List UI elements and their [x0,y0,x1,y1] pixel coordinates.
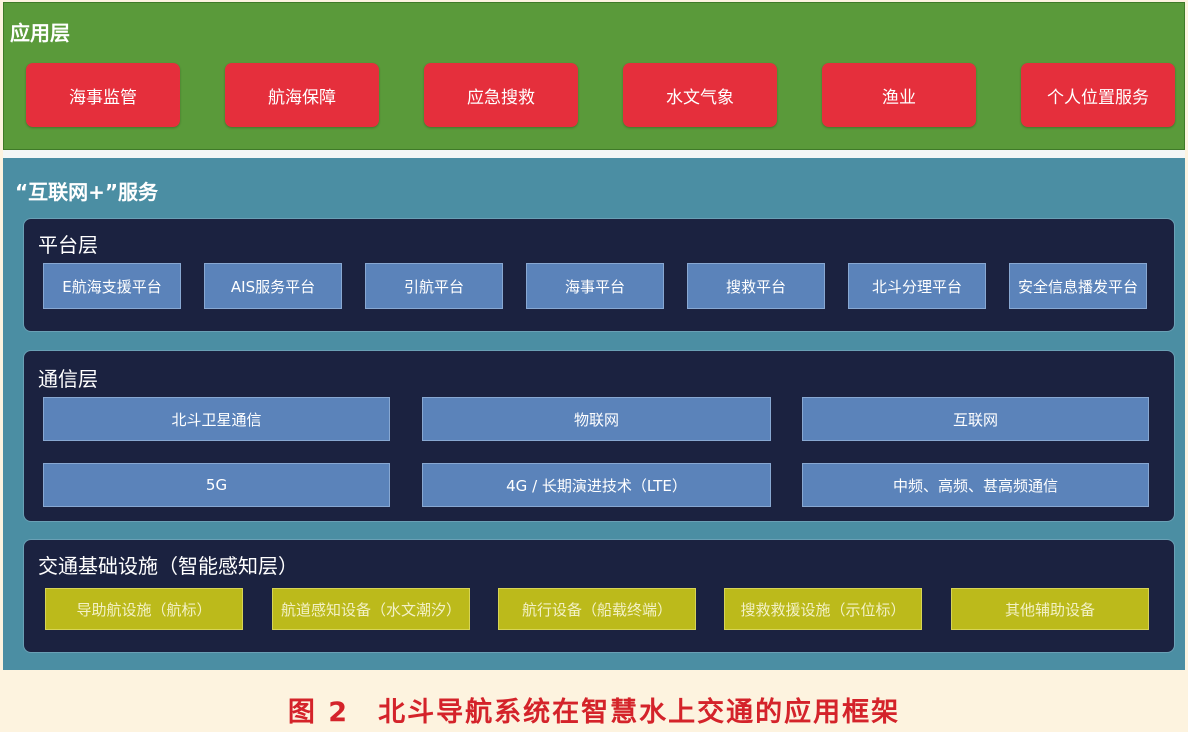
infra-item-channel-sensing[interactable]: 航道感知设备（水文潮汐） [272,588,470,630]
app-item-maritime-supervision[interactable]: 海事监管 [26,63,180,127]
platform-item-e-navigation[interactable]: E航海支援平台 [43,263,181,309]
platform-item-search-rescue[interactable]: 搜救平台 [687,263,825,309]
figure-caption: 图 2 北斗导航系统在智慧水上交通的应用框架 [287,697,901,728]
infra-item-rescue-facilities[interactable]: 搜救救援设施（示位标） [724,588,922,630]
application-layer: 应用层 海事监管 航海保障 应急搜救 水文气象 渔业 个人位置服务 [3,2,1185,150]
comm-item-5g[interactable]: 5G [43,463,390,507]
communication-layer-title: 通信层 [38,367,98,391]
platform-layer-title: 平台层 [38,233,98,257]
comm-item-iot[interactable]: 物联网 [422,397,771,441]
platform-item-maritime[interactable]: 海事平台 [526,263,664,309]
infra-item-other-aux[interactable]: 其他辅助设备 [951,588,1149,630]
platform-layer-panel: 平台层 E航海支援平台 AIS服务平台 引航平台 海事平台 搜救平台 北斗分理平… [23,218,1175,332]
comm-item-beidou-satellite[interactable]: 北斗卫星通信 [43,397,390,441]
comm-item-4g-lte[interactable]: 4G / 长期演进技术（LTE） [422,463,771,507]
app-item-personal-location[interactable]: 个人位置服务 [1021,63,1175,127]
infra-item-navigation-equipment[interactable]: 航行设备（船载终端） [498,588,696,630]
platform-item-ais[interactable]: AIS服务平台 [204,263,342,309]
comm-item-mf-hf-vhf[interactable]: 中频、高频、甚高频通信 [802,463,1149,507]
comm-item-internet[interactable]: 互联网 [802,397,1149,441]
infrastructure-layer-panel: 交通基础设施（智能感知层） 导助航设施（航标） 航道感知设备（水文潮汐） 航行设… [23,539,1175,653]
app-item-hydrometeorology[interactable]: 水文气象 [623,63,777,127]
internet-plus-title: “互联网+”服务 [15,180,159,204]
app-item-fishery[interactable]: 渔业 [822,63,976,127]
platform-item-beidou[interactable]: 北斗分理平台 [848,263,986,309]
app-item-navigation-support[interactable]: 航海保障 [225,63,379,127]
application-layer-title: 应用层 [10,21,70,45]
communication-layer-panel: 通信层 北斗卫星通信 物联网 互联网 5G 4G / 长期演进技术（LTE） 中… [23,350,1175,522]
platform-item-safety-broadcast[interactable]: 安全信息播发平台 [1009,263,1147,309]
infra-item-aids-to-navigation[interactable]: 导助航设施（航标） [45,588,243,630]
layer-divider [3,150,1185,158]
app-item-emergency-rescue[interactable]: 应急搜救 [424,63,578,127]
internet-plus-service-layer: “互联网+”服务 平台层 E航海支援平台 AIS服务平台 引航平台 海事平台 搜… [3,158,1185,670]
platform-item-pilotage[interactable]: 引航平台 [365,263,503,309]
infrastructure-layer-title: 交通基础设施（智能感知层） [38,554,298,578]
